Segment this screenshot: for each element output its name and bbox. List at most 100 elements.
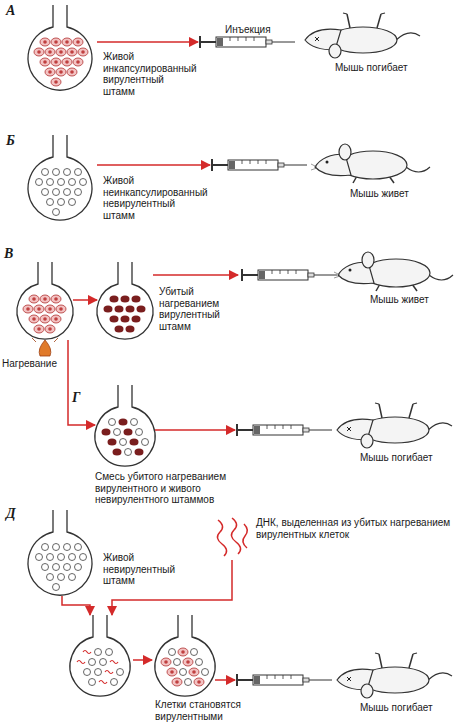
nonvirulent-cell — [75, 564, 82, 571]
nonvirulent-cell — [75, 544, 82, 551]
syringe — [212, 159, 307, 171]
nonvirulent-cell — [109, 419, 116, 426]
flask-node: Живой невирулентный штамм — [25, 510, 97, 596]
nonvirulent-cell — [64, 169, 71, 176]
cell-core — [54, 297, 58, 301]
virulent-cell — [189, 668, 199, 676]
transfer-arrow — [133, 659, 152, 661]
flask — [155, 615, 215, 696]
process-arrow — [73, 299, 97, 301]
virulent-cell — [40, 38, 50, 46]
syringe — [200, 36, 295, 48]
nonvirulent-cell — [174, 659, 181, 666]
dna-fragment — [83, 651, 91, 654]
virulent-cell — [45, 48, 55, 56]
nonvirulent-cell — [69, 554, 76, 561]
nonvirulent-cell — [180, 669, 187, 676]
injection-node: ИнъекцияМышь погибает — [198, 10, 453, 60]
cell-core — [81, 50, 85, 54]
nonvirulent-cell — [75, 189, 82, 196]
process-arrow — [153, 274, 238, 276]
nonvirulent-cell — [89, 679, 96, 686]
nonvirulent-cell — [69, 199, 76, 206]
virulent-cell — [56, 48, 66, 56]
nonvirulent-cell — [185, 679, 192, 686]
virulent-cell — [73, 38, 83, 46]
nonvirulent-cell — [58, 179, 65, 186]
flask-node: Смесь убитого нагреванием вирулентного и… — [95, 385, 155, 467]
caption-text: Инъекция — [225, 24, 295, 36]
dna-fragment — [105, 671, 113, 674]
panel-letter: В — [4, 246, 13, 262]
nonvirulent-cell — [136, 429, 143, 436]
panel-letter: Д — [6, 506, 16, 522]
caption-text: Убитый нагреванием вирулентный штамм — [159, 286, 237, 332]
caption-text: Живой неинкапсулированный невирулентный … — [103, 175, 208, 221]
killed-cell — [104, 306, 113, 313]
nonvirulent-cell — [84, 669, 91, 676]
flame-ray — [32, 338, 36, 342]
cell-core — [170, 670, 174, 674]
virulent-cell — [67, 48, 77, 56]
cell-core — [26, 307, 30, 311]
cell-core — [48, 307, 52, 311]
cell-core — [48, 70, 52, 74]
virulent-cell — [73, 58, 83, 66]
virulent-cell — [34, 325, 44, 333]
flame-ray — [54, 338, 58, 342]
nonvirulent-cell — [169, 649, 176, 656]
virulent-cell — [45, 68, 55, 76]
nonvirulent-cell — [36, 554, 43, 561]
nonvirulent-cell — [36, 179, 43, 186]
virulent-cell — [51, 295, 61, 303]
nonvirulent-cell — [64, 544, 71, 551]
injection-node: Мышь погибает — [235, 655, 455, 697]
cell-core — [65, 60, 69, 64]
cell-core — [175, 680, 179, 684]
flask-node: Живой неинкапсулированный невирулентный … — [25, 135, 97, 223]
dna-node: ДНК, выделенная из убитых нагреванием ви… — [212, 515, 252, 560]
cell-core — [37, 307, 41, 311]
dna-strand — [231, 518, 240, 554]
injection-node: Мышь живет — [210, 140, 455, 185]
virulent-cell — [78, 48, 88, 56]
virulent-cell — [51, 78, 61, 86]
cell-core — [32, 317, 36, 321]
nonvirulent-cell — [75, 169, 82, 176]
killed-cell — [132, 316, 141, 323]
virulent-cell — [40, 58, 50, 66]
injection-node: Мышь погибает — [235, 405, 455, 447]
dna-fragment — [110, 661, 118, 664]
virulent-cell — [45, 305, 55, 313]
killed-cell — [113, 449, 122, 456]
virulent-cell — [40, 315, 50, 323]
nonvirulent-cell — [100, 659, 107, 666]
mouse-alive — [334, 252, 453, 291]
cell-core — [37, 327, 41, 331]
panel-letter: Г — [72, 390, 80, 406]
nonvirulent-cell — [95, 669, 102, 676]
virulent-cell — [167, 668, 177, 676]
killed-cell — [135, 449, 144, 456]
virulent-cell — [183, 658, 193, 666]
flask — [70, 615, 130, 696]
nonvirulent-cell — [53, 564, 60, 571]
flame — [39, 340, 51, 356]
killed-cell — [121, 316, 130, 323]
dna-fragment — [77, 661, 85, 664]
nonvirulent-cell — [53, 209, 60, 216]
nonvirulent-cell — [42, 544, 49, 551]
caption-text: Мышь живет — [350, 188, 445, 200]
nonvirulent-cell — [53, 544, 60, 551]
nonvirulent-cell — [117, 669, 124, 676]
dna-strand — [217, 520, 226, 556]
caption-text: Мышь погибает — [360, 702, 452, 714]
cell-core — [59, 50, 63, 54]
nonvirulent-cell — [131, 419, 138, 426]
cell-core — [43, 317, 47, 321]
nonvirulent-cell — [196, 659, 203, 666]
cell-core — [59, 307, 63, 311]
nonvirulent-cell — [42, 564, 49, 571]
virulent-cell — [62, 38, 72, 46]
